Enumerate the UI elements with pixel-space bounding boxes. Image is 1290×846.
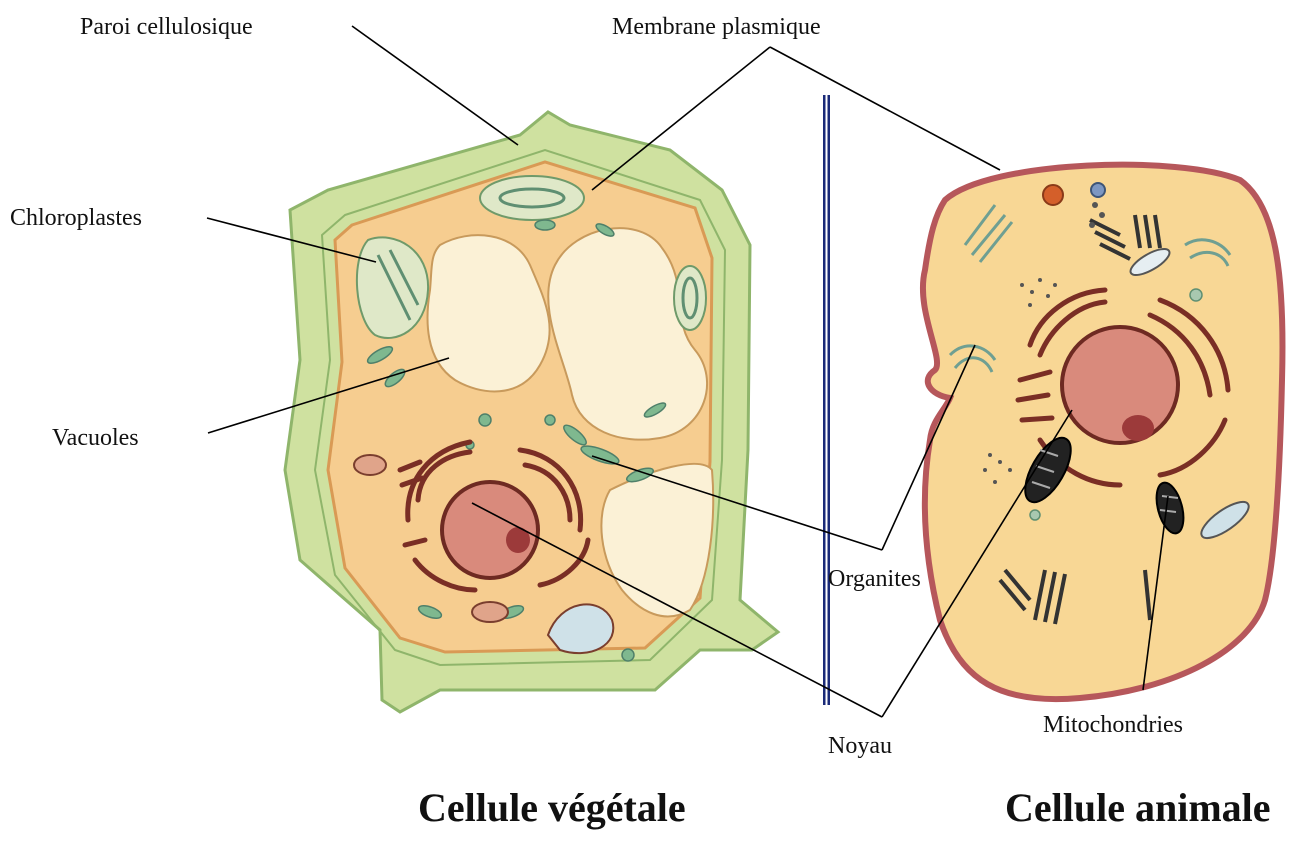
animal-nucleus [1062, 327, 1178, 443]
plant-mitochondrion [354, 455, 386, 475]
animal-vesicle-blue [1091, 183, 1105, 197]
animal-vesicle-orange [1043, 185, 1063, 205]
plant-chloroplast-top [480, 176, 584, 220]
label-organites: Organites [828, 565, 921, 593]
plant-chloroplast-right [674, 266, 706, 330]
title-cellule-vegetale: Cellule végétale [418, 785, 686, 831]
animal-nucleolus [1122, 415, 1154, 441]
title-cellule-animale: Cellule animale [1005, 785, 1271, 831]
leader-membrane-animal [770, 47, 1000, 170]
label-chloroplastes: Chloroplastes [10, 204, 142, 232]
label-membrane-plasmique: Membrane plasmique [612, 13, 821, 41]
label-vacuoles: Vacuoles [52, 424, 139, 452]
leader-paroi [352, 26, 518, 145]
label-paroi-cellulosique: Paroi cellulosique [80, 13, 253, 41]
label-mitochondries: Mitochondries [1043, 711, 1183, 739]
animal-cell [923, 165, 1283, 699]
plant-cell [285, 112, 778, 712]
label-noyau: Noyau [828, 732, 892, 760]
